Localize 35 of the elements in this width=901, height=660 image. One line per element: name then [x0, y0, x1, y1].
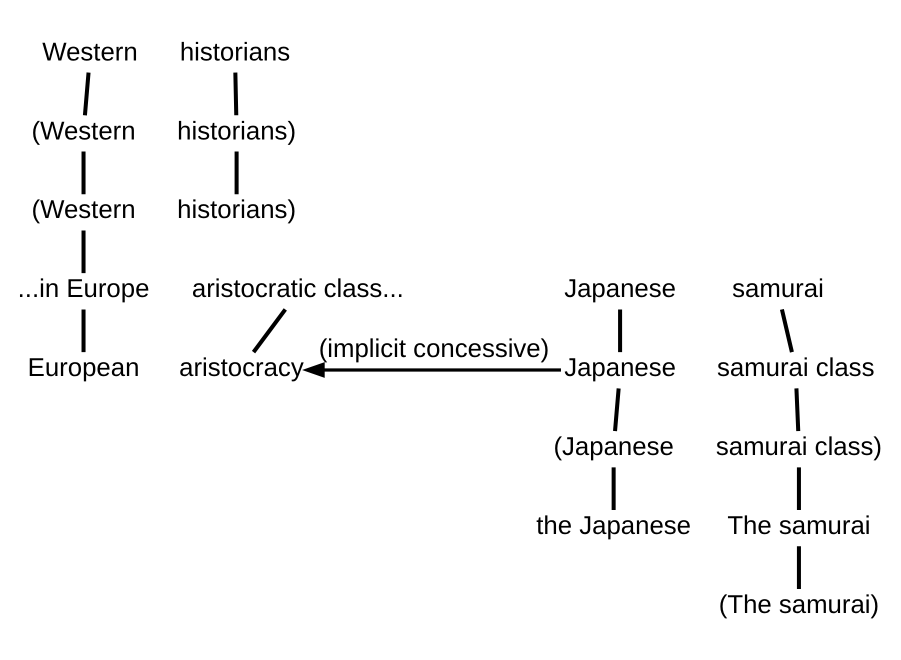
node-text: Japanese — [564, 274, 676, 303]
connector — [796, 546, 801, 588]
connector — [618, 308, 622, 352]
node-text: Japanese — [564, 354, 676, 382]
connector — [613, 388, 621, 431]
connector — [82, 151, 86, 194]
connector — [234, 151, 239, 194]
node-text: The samurai — [727, 512, 871, 540]
connector — [612, 466, 616, 510]
node-text: (Western — [32, 196, 136, 224]
node-text: samurai — [732, 274, 824, 303]
node-text: the Japanese — [536, 512, 692, 540]
node-text: Western — [42, 38, 138, 66]
connector — [82, 72, 91, 115]
node-text: aristocracy — [179, 354, 304, 382]
connector — [252, 308, 287, 353]
connector — [796, 466, 801, 510]
node-text: historians) — [177, 196, 296, 224]
connector — [780, 308, 794, 352]
node-text: (Western — [32, 116, 136, 145]
node-text: (Japanese — [553, 432, 674, 461]
node-text: samurai class) — [716, 432, 882, 461]
node-text: European — [28, 354, 140, 382]
connector — [82, 308, 86, 352]
node-text: aristocratic class... — [192, 274, 404, 303]
node-text: historians) — [177, 116, 296, 145]
connector — [794, 388, 800, 431]
connector — [82, 230, 86, 273]
node-text: historians — [180, 38, 290, 66]
connector — [233, 72, 238, 115]
arrow — [302, 362, 561, 378]
node-text: ...in Europe — [18, 274, 150, 303]
edge-label: (implicit concessive) — [318, 334, 550, 362]
node-text: (The samurai) — [718, 590, 880, 618]
node-text: samurai class — [716, 354, 874, 382]
